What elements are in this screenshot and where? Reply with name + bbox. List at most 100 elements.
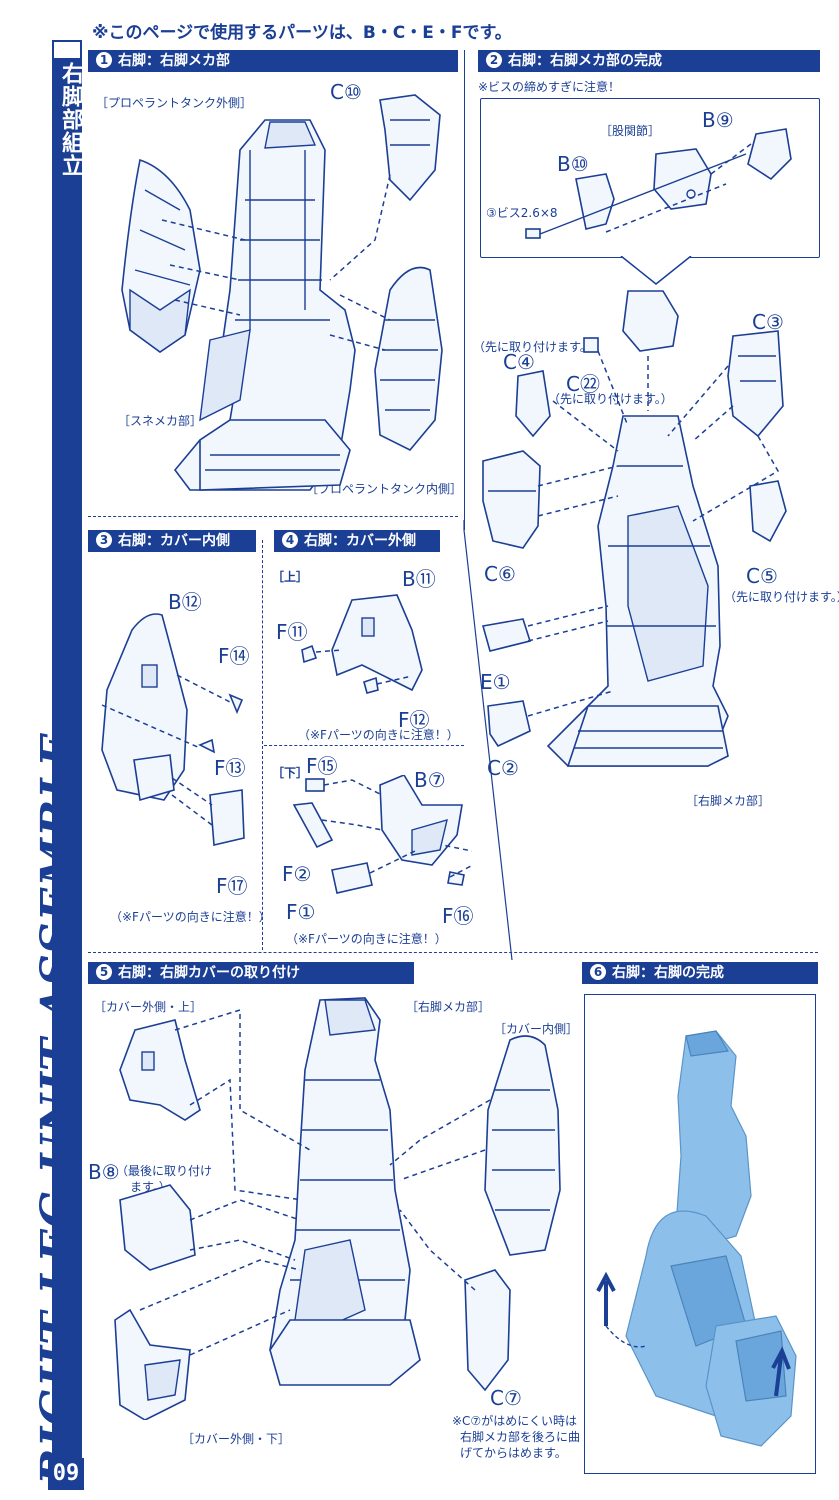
label-c5: C⑤ [746,564,778,588]
step3-title: 右脚：カバー内側 [118,533,230,549]
completed-leg-illustration [596,1030,797,1447]
step5-illustration [114,997,561,1420]
completed-leg-upper [675,1030,752,1247]
label-c10: C⑩ [330,80,362,104]
part-b10 [575,173,615,230]
part-f12 [363,676,379,694]
part-b9 [747,128,792,181]
screw-part [525,228,541,239]
label-hip-joint: ［股関節］ [600,124,661,138]
step4-upper-tag: ［上］ [272,570,309,584]
divider-step1-right [464,50,465,530]
part-f14 [228,693,244,715]
step3-caution: （※Fパーツの向きに注意！） [110,910,271,924]
completed-leg-frame [584,994,816,1474]
screw-inset-pointer [620,256,692,285]
c7-note-line-2: 右脚メカ部を後ろに曲 [460,1430,581,1444]
divider-step3-right [262,540,263,950]
sidebar-en-title: RIGHT LEG UNIT ASSEMBLE [32,732,83,1485]
step4-caution-upper: （※Fパーツの向きに注意！） [298,728,459,742]
part-c5 [749,480,787,543]
label-c3: C③ [752,310,784,334]
label-leg-mecha-step5: ［右脚メカ部］ [406,1000,491,1014]
label-c7: C⑦ [490,1386,522,1410]
label-b7: B⑦ [414,768,446,792]
sidebar-jp-title: 右脚部組立 [58,62,83,177]
part-e1 [481,618,532,652]
step6-title: 右脚：右脚の完成 [612,965,724,981]
part-c22 [583,337,599,353]
part-c6 [482,450,541,549]
screw-inset-illustration [525,128,792,239]
step3-number: 3 [96,532,112,548]
divider-step4-mid [264,745,464,746]
part-f15 [305,778,325,792]
part-f2 [292,802,334,849]
c7-note-line-1: ※C⑦がはめにくい時は [452,1414,577,1428]
label-b8-note-1: （最後に取り付け [116,1164,213,1178]
part-f13 [198,738,216,754]
label-f15: F⑮ [306,754,338,778]
part-c4 [515,370,551,438]
part-c3 [727,330,784,438]
cover-inner-part [484,1035,561,1256]
part-b12 [101,613,188,801]
label-f1: F① [286,900,316,924]
step6-header: 6 右脚：右脚の完成 [582,962,818,984]
label-b9: B⑨ [702,108,734,132]
divider-step2-diagonal [463,520,513,961]
part-b8 [119,1184,196,1271]
label-propellant-inner: ［プロペラントタンク内側］ [306,482,463,496]
label-c2: C② [487,756,519,780]
c7-note-line-3: げてからはめます。 [460,1446,567,1460]
label-f12: F⑫ [398,708,430,732]
cover-outer-upper-part [119,1019,201,1121]
sidebar-square-marker [52,40,82,60]
label-sune-mecha: ［スネメカ部］ [118,414,203,428]
motion-arrow-right [771,1346,791,1397]
step4-upper-illustration [301,594,423,694]
step5-number: 5 [96,964,112,980]
propellant-tank-inner-part [374,266,443,451]
label-f14: F⑭ [218,644,250,668]
label-cover-outer-lower: ［カバー外側・下］ [182,1432,291,1446]
step3-illustration [101,613,245,846]
label-f17: F⑰ [216,874,248,898]
label-cover-outer-upper: ［カバー外側・上］ [94,1000,203,1014]
divider-step5-top [88,952,818,953]
part-c2 [487,700,531,748]
step1-title: 右脚：右脚メカ部 [118,53,230,69]
step2-number: 2 [486,52,502,68]
label-c6: C⑥ [484,562,516,586]
step6-number: 6 [590,964,606,980]
label-f2: F② [282,862,312,886]
motion-arrow-left [596,1271,616,1326]
label-f11: F⑪ [276,620,308,644]
label-b8: B⑧ [88,1160,120,1184]
label-f13: F⑬ [214,756,246,780]
label-pre-attach-2: （先に取り付けます。） [548,392,673,406]
label-pre-attach-3: （先に取り付けます。） [724,590,839,604]
sidebar-bar [52,40,82,1480]
step4-caution-lower: （※Fパーツの向きに注意！） [286,932,447,946]
label-leg-mecha-step2: ［右脚メカ部］ [686,794,771,808]
label-f16: F⑯ [442,904,474,928]
step4-title: 右脚：カバー外側 [304,533,416,549]
label-b11: B⑪ [402,567,436,591]
part-f11 [301,644,318,664]
label-c22: C㉒ [566,372,600,396]
screw-note: ※ビスの締めすぎに注意！ [478,80,621,94]
label-b10: B⑩ [557,152,589,176]
label-c4: C④ [503,350,535,374]
step4-lower-tag: ［下］ [272,766,309,780]
parts-used-note: ※このページで使用するパーツは、B・C・E・Fです。 [92,23,512,43]
part-f17 [209,789,245,846]
label-propellant-outer: ［プロペラントタンク外側］ [96,96,253,110]
part-f1 [331,862,373,894]
sidebar: 右脚部組立 RIGHT LEG UNIT ASSEMBLE 09 [0,0,84,1500]
part-f16 [447,871,465,886]
step4-lower-illustration [292,775,472,894]
step1-illustration [121,94,443,491]
label-e1: E① [480,670,511,694]
